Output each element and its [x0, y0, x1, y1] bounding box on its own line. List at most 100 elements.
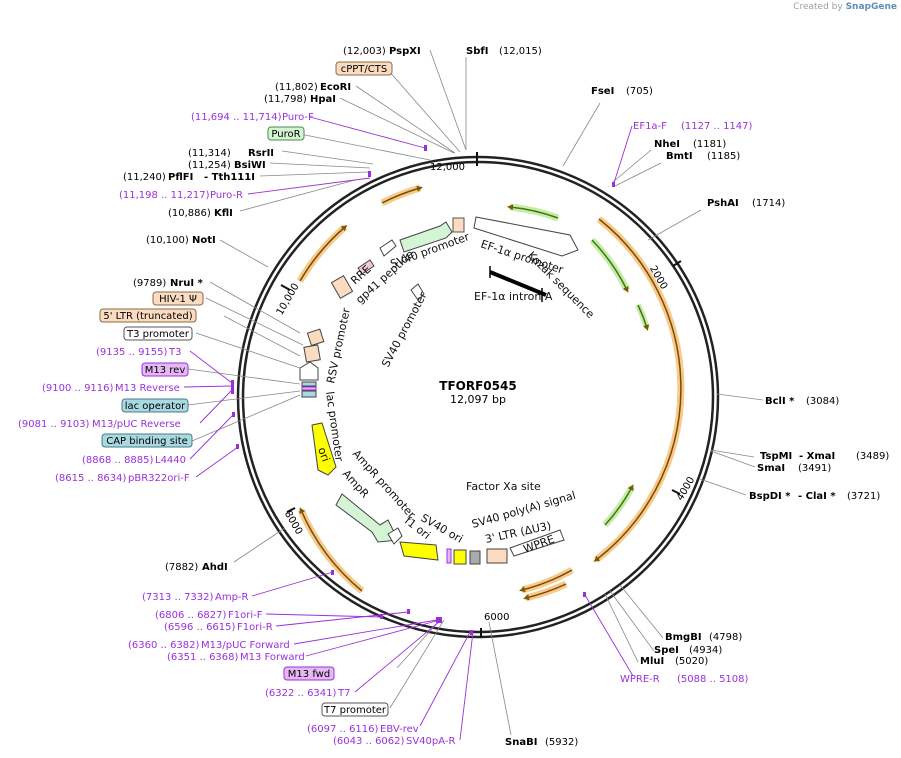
bmti-pos: (1185): [707, 151, 740, 162]
m13fwd-box: [283, 666, 335, 681]
m13forward-pos: (6351 .. 6368): [167, 652, 239, 663]
xmai-name: - XmaI: [799, 451, 835, 462]
ampr-primer-name: Amp-R: [215, 592, 249, 603]
f1-ori-feature: [399, 541, 439, 561]
sv40par-name: SV40pA-R: [406, 736, 455, 747]
noti-name: NotI: [192, 235, 216, 246]
ltr5-box: [99, 308, 197, 323]
snabi-name: SnaBI: [505, 737, 537, 748]
sbfi-pos: (12,015): [499, 46, 542, 57]
smai-name: SmaI: [757, 463, 785, 474]
green-arcs: [507, 203, 650, 528]
hpai-name: HpaI: [310, 94, 336, 105]
rsrii-pos: (11,314): [188, 148, 231, 159]
purof-pos: (11,694 .. 11,714): [191, 112, 282, 123]
m13forward-name: M13 Forward: [240, 652, 305, 663]
f1orir-name: F1ori-R: [237, 622, 273, 633]
credit-brand: SnapGene: [845, 2, 897, 12]
m13fwd-label: M13 fwd: [288, 669, 330, 680]
sv40-promoter-2-label: SV40 promoter: [379, 290, 430, 370]
kfli-name: KflI: [214, 208, 233, 219]
plasmid-length: 12,097 bp: [450, 393, 506, 406]
m13rev-label: M13 rev: [145, 365, 186, 376]
rsrii-name: RsrII: [248, 148, 274, 159]
ef1af-pos: (1127 .. 1147): [681, 121, 753, 132]
pspxi-pos: (12,003): [343, 46, 386, 57]
t3prom-label: T3 promoter: [126, 329, 190, 340]
pflfi-pos: (11,240): [123, 172, 166, 183]
f1orir-pos: (6596 .. 6615): [164, 622, 236, 633]
bsiwi-pos: (11,254): [188, 160, 231, 171]
t7prom-label: T7 promoter: [323, 705, 387, 716]
bsiwi-name: BsiWI: [234, 160, 266, 171]
m13pucrev-name: M13/pUC Reverse: [92, 419, 181, 430]
ecori-pos: (11,802): [275, 82, 318, 93]
nhei-name: NheI: [654, 139, 680, 150]
pshai-name: PshAI: [707, 198, 739, 209]
pbr322-name: pBR322ori-F: [128, 473, 190, 484]
ltr3-feature: [486, 548, 508, 564]
tspmi-name: TspMI: [760, 451, 792, 462]
l4440-name: L4440: [155, 455, 186, 466]
mlui-pos: (5020): [675, 656, 708, 667]
ef1a-intron-label: EF-1α intron A: [474, 290, 553, 303]
m13rev-box: [141, 362, 189, 377]
f1orif-name: F1ori-F: [228, 610, 263, 621]
purof-name: Puro-F: [282, 112, 314, 123]
bmgbi-name: BmgBI: [665, 632, 702, 643]
feature-boxes[interactable]: cPPT/CTS PuroR HIV-1 Ψ 5' LTR (truncated…: [99, 61, 393, 717]
factor-xa-label: Factor Xa site: [466, 480, 541, 493]
bcli-name: BclI *: [765, 396, 795, 407]
outer-labels-left: (12,003) PspXI SbfI (12,015) (11,802) Ec…: [18, 46, 578, 748]
cap-label: CAP binding site: [106, 436, 188, 447]
rsv-promoter-label: RSV promoter: [324, 306, 353, 384]
ampr-primer-pos: (7313 .. 7332): [142, 592, 214, 603]
kfli-pos: (10,886): [168, 208, 211, 219]
l4440-pos: (8868 .. 8885): [82, 455, 154, 466]
pbr322-pos: (8615 .. 8634): [55, 473, 127, 484]
noti-pos: (10,100): [146, 235, 189, 246]
nhei-pos: (1181): [693, 139, 726, 150]
fsei-name: FseI: [591, 86, 614, 97]
puror-label: PuroR: [271, 129, 300, 140]
m13pucfwd-name: M13/pUC Forward: [201, 640, 290, 651]
m13reverse-name: M13 Reverse: [115, 383, 180, 394]
sv40par-pos: (6043 .. 6062): [333, 736, 405, 747]
orf-arcs: [296, 184, 685, 602]
plasmid-name: TFORF0545: [439, 379, 516, 393]
puror-box: [267, 126, 305, 141]
snabi-pos: (5932): [545, 737, 578, 748]
ef1af-name: EF1a-F: [633, 121, 667, 132]
ebvrev-pos: (6097 .. 6116): [307, 724, 379, 735]
t3prom-box: [123, 326, 193, 341]
m13pucfwd-pos: (6360 .. 6382): [128, 640, 200, 651]
credit-prefix: Created by: [793, 2, 843, 12]
tick-10000: 10,000: [275, 282, 302, 318]
ltr5-label: 5' LTR (truncated): [103, 311, 192, 322]
puror-primer-pos: (11,198 .. 11,217): [119, 190, 210, 201]
ecori-name: EcoRI: [320, 82, 351, 93]
ori-feature: [311, 422, 337, 476]
puror-primer-name: Puro-R: [210, 190, 243, 201]
leader-lines-primer: [183, 116, 634, 741]
bcli-pos: (3084): [806, 396, 839, 407]
outer-labels-right: FseI (705) EF1a-F (1127 .. 1147) NheI (1…: [591, 86, 889, 685]
bspdi-pos: (3721): [847, 491, 880, 502]
inner-features: [299, 216, 579, 565]
ef1a-promoter-feature: [473, 216, 579, 257]
bmti-name: BmtI: [666, 151, 693, 162]
kozak-label: Kozak sequence: [525, 249, 597, 321]
t3-name: T3: [168, 347, 181, 358]
ahdi-pos: (7882): [165, 562, 198, 573]
lacop-label: lac operator: [125, 401, 186, 412]
sv40-promoter-arrow: [399, 221, 453, 253]
hpai-pos: (11,798): [264, 94, 307, 105]
primer-ticks: [231, 145, 615, 635]
wpre-feature: [509, 529, 565, 557]
cppt-label: cPPT/CTS: [341, 64, 387, 75]
leader-lines-grey: [187, 49, 764, 736]
hiv-label: HIV-1 Ψ: [159, 294, 197, 305]
ef1a-intron-line: [489, 270, 547, 297]
hiv-box: [152, 291, 204, 306]
